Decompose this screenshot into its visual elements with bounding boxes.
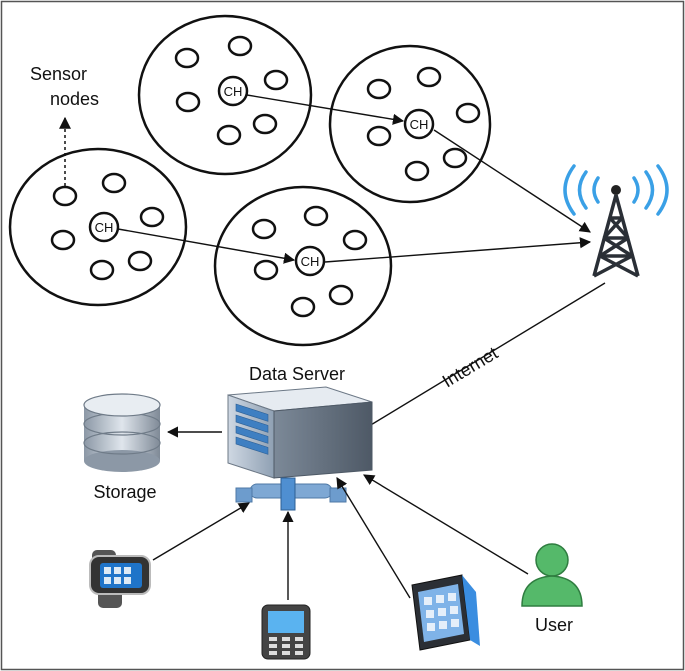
device-links: [152, 474, 529, 600]
sensor-node: [101, 172, 127, 194]
sensor-node: [50, 229, 76, 251]
sensor-node: [366, 78, 392, 100]
sensor-node: [328, 284, 354, 306]
sensor-node: [416, 66, 442, 88]
mobile-phone-icon: [261, 604, 311, 660]
user-label: User: [535, 615, 573, 635]
sensor-node: [404, 160, 430, 182]
storage-label: Storage: [93, 482, 156, 502]
server-icon: [227, 386, 373, 479]
cluster-head-node: [294, 245, 326, 277]
sensor-node: [251, 218, 277, 240]
sensor-node: [253, 259, 279, 281]
nodes-label: nodes: [50, 89, 99, 109]
cluster-head-label: CH: [410, 117, 429, 132]
cluster-top: CH: [137, 14, 313, 176]
cluster-head-label: CH: [95, 220, 114, 235]
tablet-icon: [411, 574, 480, 651]
antenna-tower-icon: [563, 164, 669, 278]
sensor-node: [455, 102, 481, 124]
sensor-node: [442, 147, 468, 169]
sensor-node: [366, 125, 392, 147]
user-icon: [521, 543, 583, 607]
cluster-head-node: [217, 75, 249, 107]
sensor-node: [139, 206, 165, 228]
cluster-head-label: CH: [301, 254, 320, 269]
sensor-node: [342, 229, 368, 251]
sensor-node: [303, 205, 329, 227]
network-hub-icon: [235, 477, 347, 511]
sensor-node: [252, 113, 278, 135]
internet-link: [355, 282, 606, 435]
sensor-node: [175, 91, 201, 113]
cluster-head-label: CH: [224, 84, 243, 99]
sensor-node: [174, 47, 200, 69]
sensor-node: [290, 296, 316, 318]
data-server-label: Data Server: [249, 364, 345, 384]
sensor-node: [127, 250, 153, 272]
smartwatch-icon: [89, 550, 151, 608]
cluster-left: CH: [8, 147, 188, 307]
cluster-bottom: CH: [213, 185, 393, 347]
sensor-node: [89, 259, 115, 281]
sensor-node: [263, 69, 289, 91]
storage-database-icon: [83, 393, 161, 472]
sensor-node: [52, 185, 78, 207]
cluster-right: CH: [328, 44, 492, 204]
sensor-label: Sensor: [30, 64, 87, 84]
sensor-node: [227, 35, 253, 57]
sensor-node: [216, 124, 242, 146]
internet-label: Internet: [439, 343, 502, 392]
cluster-head-node: [88, 211, 120, 243]
cluster-head-node: [403, 108, 435, 140]
cluster-links: [117, 94, 592, 264]
